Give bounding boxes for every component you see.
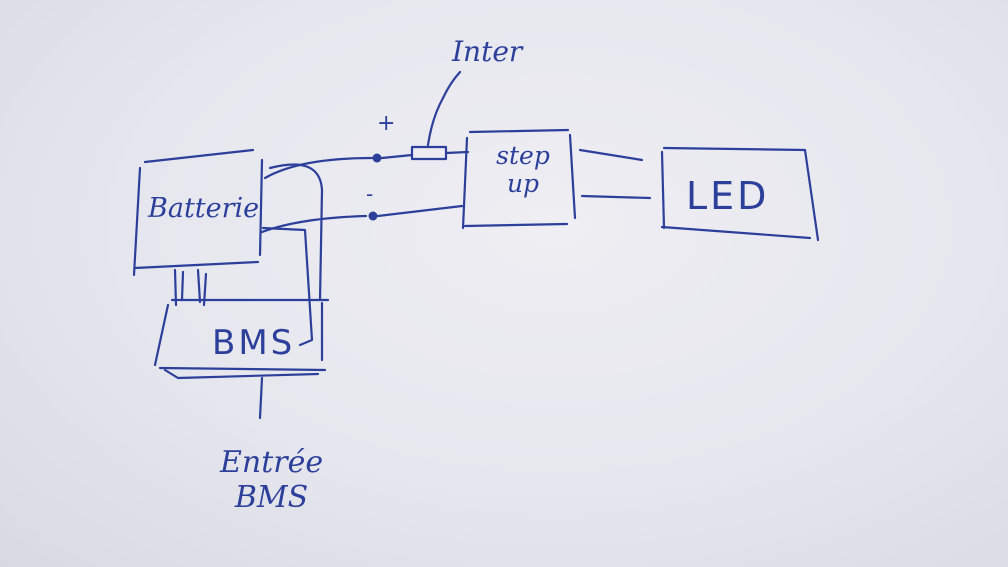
step-up-label-line2: up [506,168,540,198]
positive-terminal [372,153,382,163]
entree-bms-leader [258,376,264,420]
negative-terminal [368,211,378,221]
negative-to-step-up [376,204,464,218]
step-up-led-wire-bottom [580,194,652,200]
inter-label: Inter [452,35,523,68]
batterie-label: Batterie [148,193,260,224]
step-up-label: step up [488,142,558,197]
positive-wire [263,156,374,180]
bms-loop-wire [163,163,324,380]
minus-label: - [366,182,374,206]
entree-bms-label-line2: BMS [234,479,309,515]
bms-box [153,298,330,372]
batterie-box [132,148,264,277]
bms-label: BMS [212,323,296,363]
step-up-led-wire-top [578,148,644,162]
batterie-bms-wires [173,268,208,307]
plus-label: + [377,111,396,136]
step-up-box [461,128,577,230]
step-up-label-line1: step [496,141,550,170]
inter-switch-symbol [410,145,448,161]
entree-bms-label: Entrée BMS [220,445,324,515]
switch-wire [380,150,470,160]
led-label: LED [686,174,770,218]
inter-leader-line [426,70,462,147]
entree-bms-label-line1: Entrée [220,445,324,480]
led-box [660,146,820,242]
negative-wire [260,214,368,234]
